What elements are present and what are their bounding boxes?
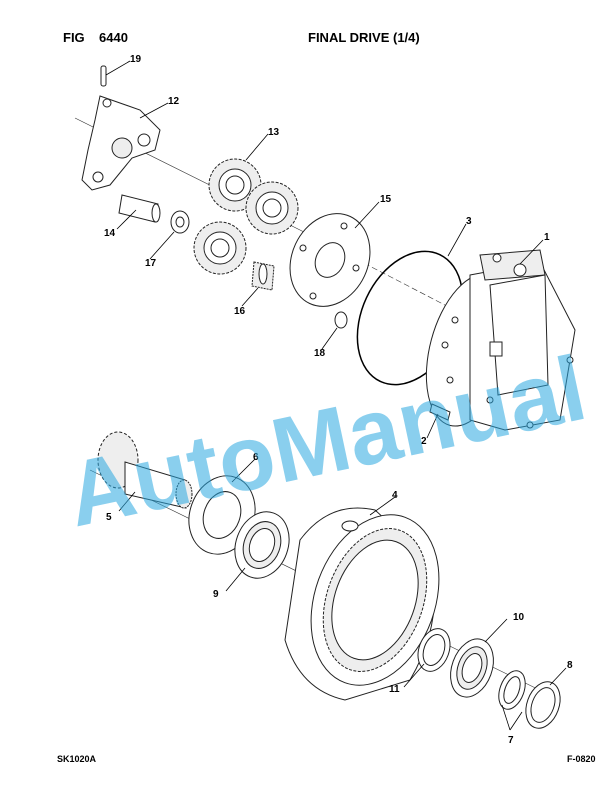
- figure-title: FINAL DRIVE (1/4): [308, 30, 420, 45]
- callout-12: 12: [168, 96, 180, 107]
- footer-drawing-code: SK1020A: [57, 754, 97, 764]
- footer-page-code: F-0820: [567, 754, 596, 764]
- part-14-shaft: [118, 194, 161, 223]
- part-13-planet-gears: [193, 158, 299, 275]
- callout-10: 10: [513, 612, 525, 623]
- callout-19: 19: [130, 54, 142, 65]
- part-8-ring: [525, 681, 561, 729]
- callout-17: 17: [145, 258, 157, 269]
- callout-16: 16: [234, 306, 246, 317]
- part-17-thrust-washer: [170, 210, 190, 234]
- figure-number: 6440: [99, 30, 128, 45]
- watermark-text: AutoManual: [58, 337, 594, 546]
- callout-2: 2: [421, 436, 427, 447]
- callout-15: 15: [380, 194, 392, 205]
- part-19-pin: [100, 65, 107, 87]
- part-18-small-ring: [334, 311, 348, 329]
- callout-18: 18: [314, 348, 326, 359]
- callout-4: 4: [392, 490, 398, 501]
- part-9-bearing: [234, 511, 290, 579]
- part-2-bolt: [429, 403, 451, 421]
- callout-13: 13: [268, 127, 280, 138]
- callout-1: 1: [544, 232, 550, 243]
- callout-9: 9: [213, 589, 219, 600]
- part-10-bearing: [450, 638, 494, 698]
- callout-11: 11: [389, 684, 400, 695]
- callout-7: 7: [508, 735, 514, 746]
- callout-6: 6: [253, 452, 259, 463]
- part-11-ring: [417, 628, 451, 672]
- callout-14: 14: [104, 228, 116, 239]
- callout-5: 5: [106, 512, 112, 523]
- callout-3: 3: [466, 216, 472, 227]
- part-15-thrust-plate: [289, 213, 371, 307]
- figure-label: FIG: [63, 30, 85, 45]
- part-12-carrier-plate: [81, 95, 161, 191]
- part-7-retaining-ring: [498, 670, 526, 710]
- part-4-hub-ring-gear: [284, 507, 440, 701]
- callout-8: 8: [567, 660, 573, 671]
- part-16-needle-bearing: [251, 261, 275, 291]
- part-1-hydraulic-motor: [425, 249, 576, 431]
- part-5-sun-gear: [97, 431, 193, 509]
